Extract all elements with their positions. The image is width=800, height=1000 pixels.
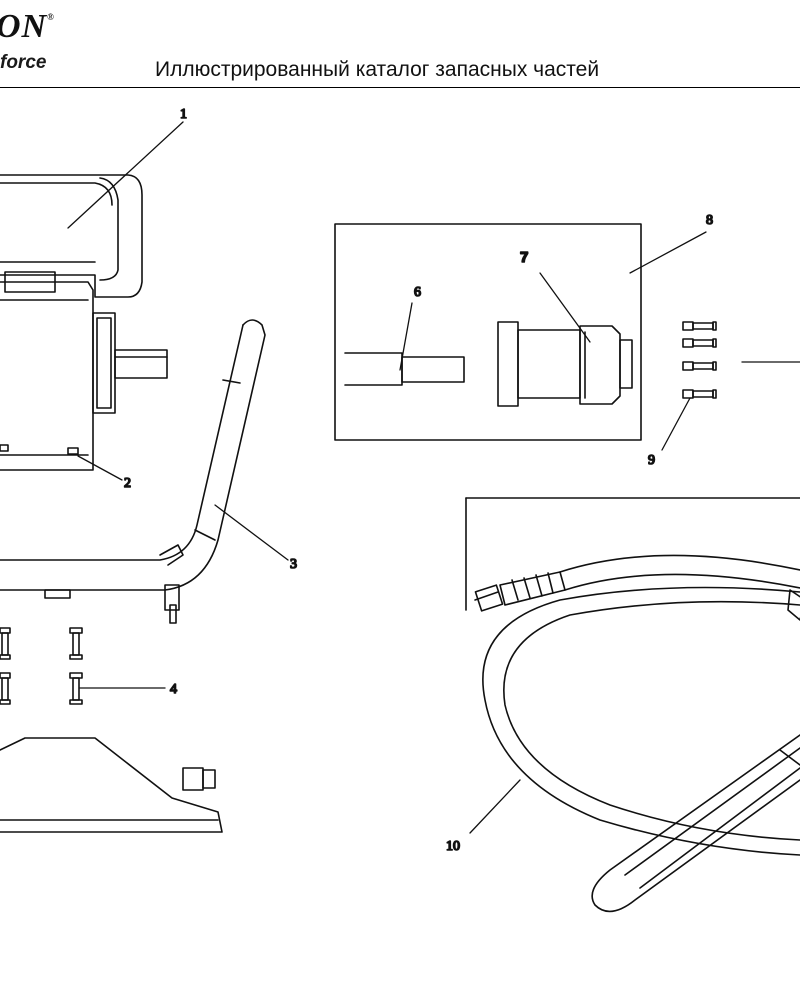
brand-logo: ON® — [0, 8, 55, 46]
assembly-box-8 — [334, 223, 642, 441]
motor-body — [0, 281, 168, 471]
part-1-motor-cover — [0, 174, 143, 298]
base-plate — [0, 737, 223, 833]
callout-8: 8 — [706, 213, 713, 228]
callout-10: 10 — [446, 839, 460, 854]
callout-6: 6 — [414, 285, 421, 300]
callout-2: 2 — [124, 476, 131, 491]
part-9-screws — [682, 321, 717, 399]
registered-mark: ® — [47, 12, 55, 22]
part-10-vibrator-hose — [465, 497, 800, 913]
part-4-bolts — [0, 627, 83, 705]
leader-1 — [67, 121, 184, 229]
brand-tagline: force — [0, 52, 47, 73]
page-title: Иллюстрированный каталог запасных частей — [155, 58, 600, 81]
brand-logo-text: ON — [0, 8, 48, 45]
callout-7: 7 — [520, 249, 528, 266]
leader-6 — [399, 302, 413, 371]
leader-9 — [661, 397, 691, 451]
callout-1: 1 — [180, 107, 187, 122]
header-divider — [0, 87, 800, 88]
callout-9: 9 — [648, 453, 655, 468]
callout-3: 3 — [290, 557, 297, 572]
leader-8 — [629, 231, 707, 274]
leader-7 — [539, 272, 591, 343]
part-3-handle-frame — [0, 319, 266, 624]
leader-3 — [214, 504, 289, 561]
leader-lines — [67, 121, 800, 834]
part-7-coupling — [497, 321, 633, 407]
leader-2 — [77, 455, 123, 481]
part-6-shaft — [344, 352, 465, 386]
callout-4: 4 — [170, 682, 177, 697]
leader-10 — [469, 779, 521, 834]
